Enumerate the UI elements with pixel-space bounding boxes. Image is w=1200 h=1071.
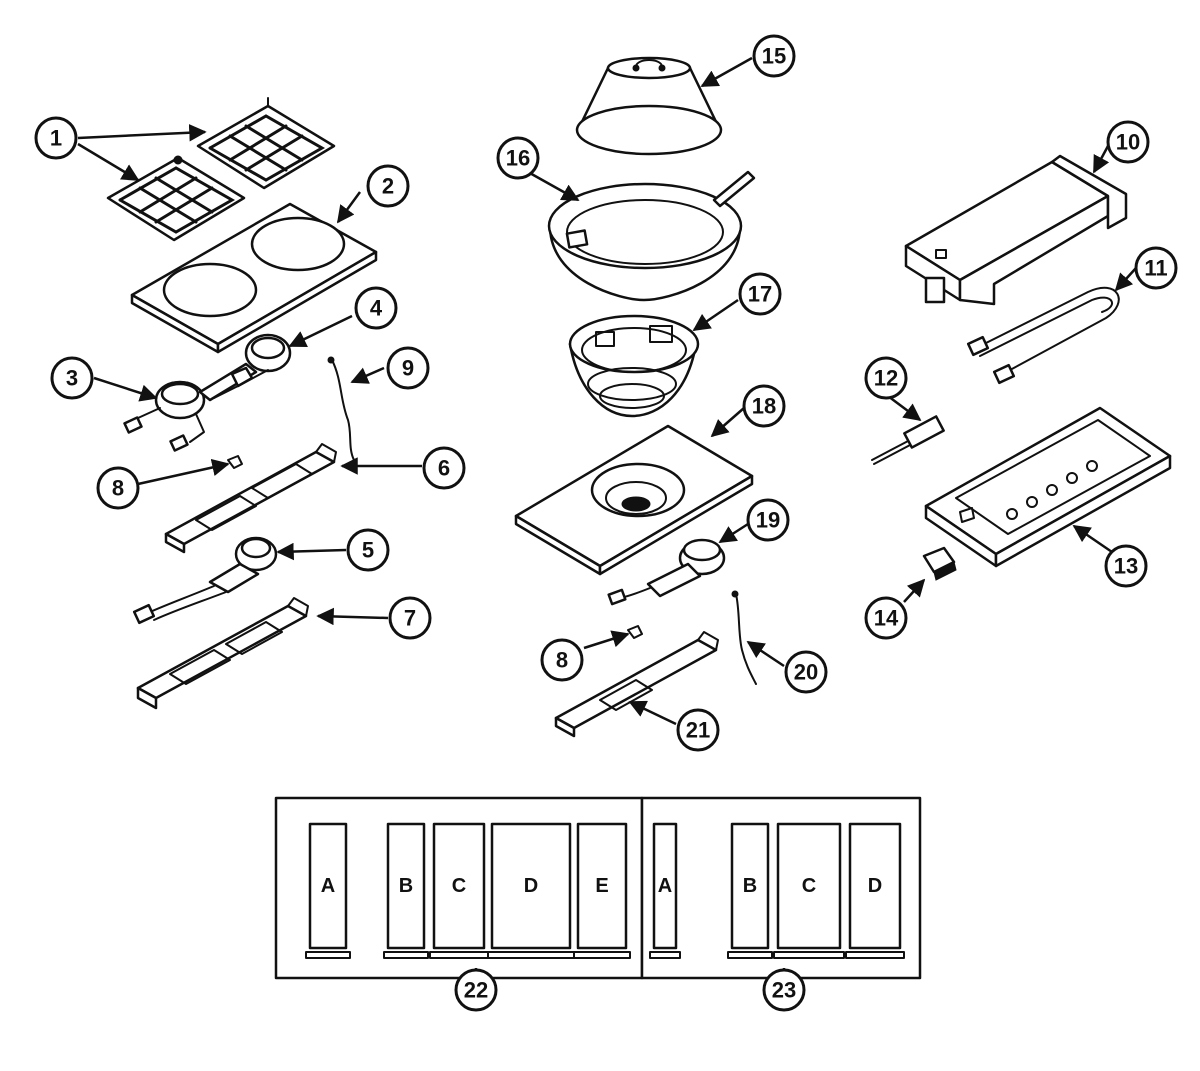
svg-text:22: 22 — [464, 978, 488, 1003]
svg-text:2: 2 — [382, 174, 394, 199]
panel22-slot-c: C — [429, 822, 489, 959]
callout-10: 10 — [1106, 120, 1150, 164]
wok-top-plate — [514, 424, 754, 576]
callout-9: 9 — [386, 346, 430, 390]
svg-text:19: 19 — [756, 508, 780, 533]
callout-5: 5 — [346, 528, 390, 572]
callout-3: 3 — [50, 356, 94, 400]
svg-text:8: 8 — [556, 648, 568, 673]
panel23-slot-label: C — [802, 875, 816, 897]
wok-pan — [547, 170, 756, 302]
callout-17: 17 — [738, 272, 782, 316]
grate-left — [106, 155, 246, 242]
callout-12: 12 — [864, 356, 908, 400]
svg-text:11: 11 — [1144, 256, 1167, 281]
svg-text:1: 1 — [50, 126, 62, 151]
callout-18: 18 — [742, 384, 786, 428]
callout-2: 2 — [366, 164, 410, 208]
svg-text:17: 17 — [748, 282, 772, 307]
panel22-slot-label: D — [524, 875, 538, 897]
grate-right — [196, 97, 336, 190]
callout-8-center: 8 — [540, 638, 584, 682]
callout-7: 7 — [388, 596, 432, 640]
panel-23-slots: A B C D — [649, 822, 905, 959]
svg-text:8: 8 — [112, 476, 124, 501]
wok-burner — [607, 538, 726, 606]
svg-text:20: 20 — [794, 660, 818, 685]
callout-23: 23 — [762, 968, 806, 1012]
svg-text:23: 23 — [772, 978, 796, 1003]
callout-19: 19 — [746, 498, 790, 542]
svg-text:4: 4 — [370, 296, 383, 321]
svg-text:16: 16 — [506, 146, 530, 171]
svg-text:13: 13 — [1114, 554, 1138, 579]
callout-13: 13 — [1104, 544, 1148, 588]
panel22-slot-label: B — [399, 875, 413, 897]
callout-16: 16 — [496, 136, 540, 180]
panel22-slot-label: A — [321, 875, 335, 897]
burner-tray-lower — [136, 597, 309, 710]
griddle-sensor — [871, 415, 945, 465]
panel22-slot-label: C — [452, 875, 466, 897]
griddle-plate — [904, 154, 1128, 306]
panel22-slot-b: B — [383, 822, 429, 959]
panel23-slot-d: D — [845, 822, 905, 959]
ignitor-wire — [327, 356, 355, 461]
panel22-slot-label: E — [595, 875, 608, 897]
wok-ignitor-wire — [731, 590, 757, 685]
callout-15: 15 — [752, 34, 796, 78]
svg-text:5: 5 — [362, 538, 374, 563]
callout-8-left: 8 — [96, 466, 140, 510]
callout-4: 4 — [354, 286, 398, 330]
panel23-slot-label: D — [868, 875, 882, 897]
griddle-switch — [922, 546, 957, 581]
callout-14: 14 — [864, 596, 908, 640]
svg-text:10: 10 — [1116, 130, 1140, 155]
panel22-slot-a: A — [305, 822, 351, 959]
svg-text:14: 14 — [874, 606, 899, 631]
callout-21: 21 — [676, 708, 720, 752]
svg-text:12: 12 — [874, 366, 898, 391]
panel23-slot-c: C — [773, 822, 845, 959]
svg-text:21: 21 — [686, 718, 710, 743]
panel22-slot-e: E — [573, 822, 631, 959]
svg-text:18: 18 — [752, 394, 776, 419]
ignitor-clip-left — [227, 455, 243, 469]
griddle-drip-pan — [924, 406, 1172, 568]
callout-11: 11 — [1134, 246, 1178, 290]
dual-burner-assembly — [123, 333, 292, 452]
wok-lid — [575, 56, 723, 156]
ignitor-clip-center — [627, 625, 643, 639]
cooktop-top-plate — [130, 202, 378, 354]
callout-22: 22 — [454, 968, 498, 1012]
single-burner — [132, 536, 278, 625]
svg-text:9: 9 — [402, 356, 414, 381]
svg-text:7: 7 — [404, 606, 416, 631]
panel22-slot-d: D — [487, 822, 575, 959]
panel23-slot-label: A — [658, 875, 672, 897]
svg-text:6: 6 — [438, 456, 450, 481]
panel23-slot-b: B — [727, 822, 773, 959]
burner-tray-upper — [164, 443, 337, 554]
callout-6: 6 — [422, 446, 466, 490]
panel-22-slots: A B C D E — [305, 822, 631, 959]
wok-burner-tray — [554, 631, 719, 738]
svg-text:3: 3 — [66, 366, 78, 391]
callout-1: 1 — [34, 116, 78, 160]
panel23-slot-label: B — [743, 875, 757, 897]
svg-text:15: 15 — [762, 44, 786, 69]
panel23-slot-a: A — [649, 822, 681, 959]
callout-20: 20 — [784, 650, 828, 694]
griddle-burner-tube — [966, 286, 1120, 385]
wok-ring — [568, 314, 700, 418]
